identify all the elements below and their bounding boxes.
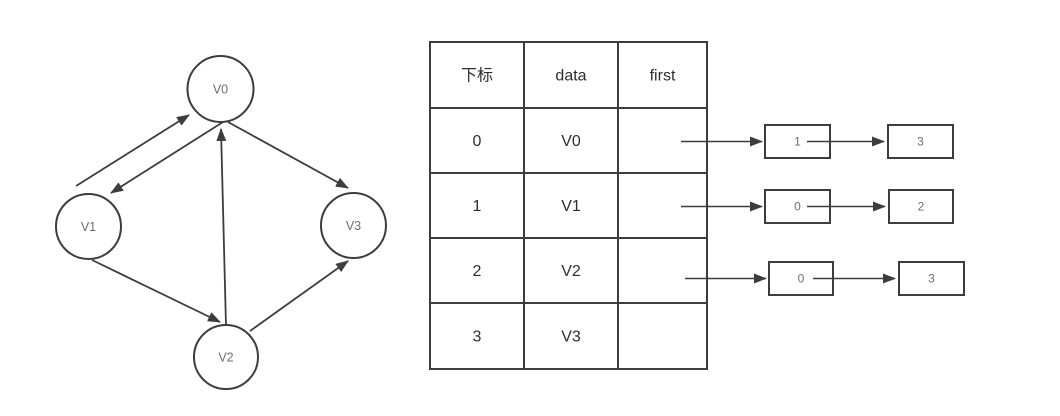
edge-v0-to-v1 bbox=[110, 121, 224, 194]
linked-list-row-0: 1 3 bbox=[681, 124, 954, 159]
edge-v2-to-v3 bbox=[249, 260, 349, 332]
table-cell-data-3: V3 bbox=[561, 329, 581, 346]
table-cell-data-0: V0 bbox=[561, 133, 581, 150]
linked-list-row-2: 0 3 bbox=[685, 261, 965, 296]
list-node-box bbox=[888, 189, 954, 224]
table-header-index: 下标 bbox=[461, 67, 493, 85]
graph-node-v1-label: V1 bbox=[81, 220, 96, 234]
table-cell-index-0: 0 bbox=[473, 133, 482, 150]
table-cell-index-2: 2 bbox=[473, 263, 482, 280]
list-node-box bbox=[898, 261, 965, 296]
table-header-data: data bbox=[555, 68, 586, 85]
table-cell-data-2: V2 bbox=[561, 263, 581, 280]
graph-node-v0 bbox=[186, 55, 255, 123]
edge-v1-to-v2 bbox=[91, 259, 221, 323]
list-node-value: 1 bbox=[794, 135, 801, 149]
table-cell-index-1: 1 bbox=[473, 198, 482, 215]
graph-panel: V0 V1 V2 V3 bbox=[55, 55, 387, 390]
table-outline bbox=[429, 41, 708, 370]
edge-v1-to-v0 bbox=[75, 114, 190, 187]
graph-node-v3 bbox=[320, 192, 387, 259]
list-node-value: 3 bbox=[917, 135, 924, 149]
graph-node-v2-label: V2 bbox=[218, 350, 233, 364]
edge-v2-to-v0 bbox=[216, 128, 227, 327]
list-node-value: 3 bbox=[928, 272, 935, 286]
edge-v0-to-v3 bbox=[227, 121, 349, 189]
graph-node-v0-label: V0 bbox=[213, 82, 228, 96]
list-node-value: 0 bbox=[794, 200, 801, 214]
list-node-value: 2 bbox=[918, 200, 925, 214]
graph-node-v1 bbox=[55, 193, 122, 260]
linked-list-row-1: 0 2 bbox=[681, 189, 954, 224]
list-node-box bbox=[887, 124, 954, 159]
graph-node-v3-label: V3 bbox=[346, 219, 361, 233]
adjacency-table: 下标 data first 0 V0 1 V1 2 V2 3 V3 bbox=[429, 41, 708, 370]
table-header-first: first bbox=[650, 68, 676, 85]
table-cell-data-1: V1 bbox=[561, 198, 581, 215]
table-cell-index-3: 3 bbox=[473, 329, 482, 346]
list-node-value: 0 bbox=[798, 272, 805, 286]
